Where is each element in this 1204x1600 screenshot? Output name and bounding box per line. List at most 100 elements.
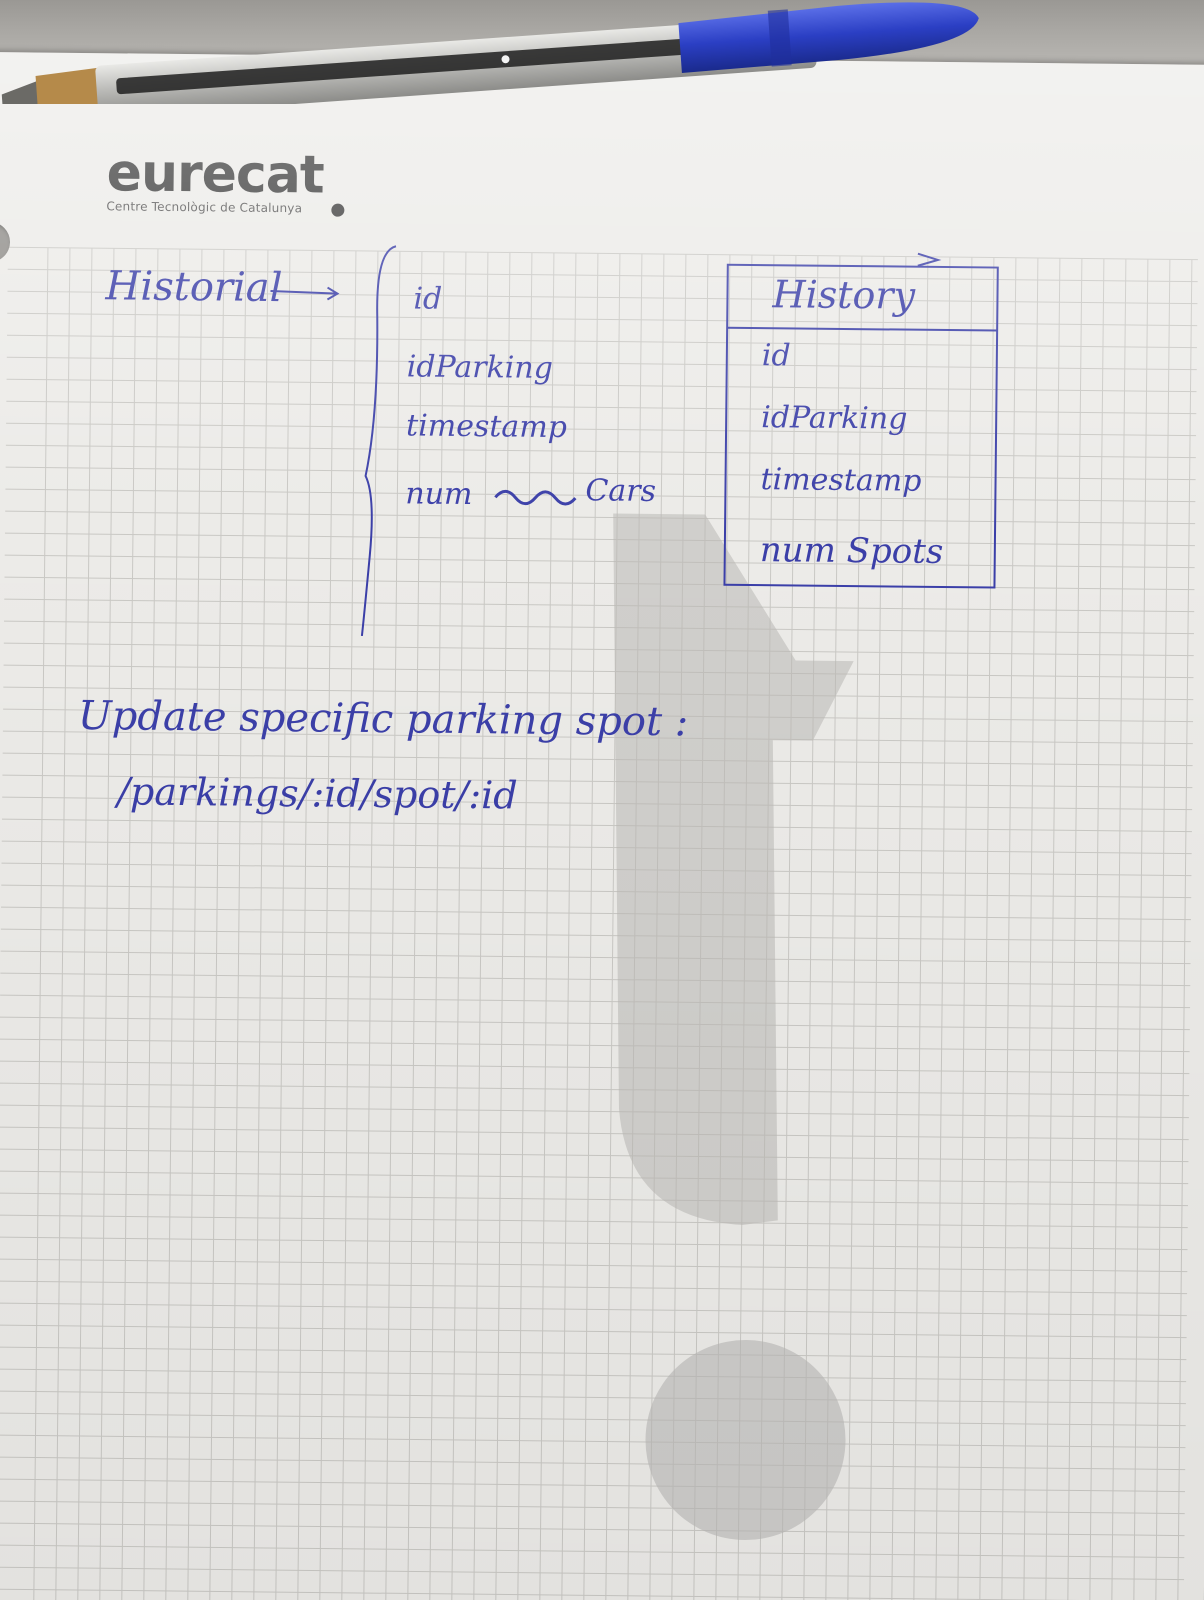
endpoint-note: /parkings/:id/spot/:id	[117, 769, 518, 818]
left-field-1: idParking	[406, 349, 554, 386]
grid-line-vertical	[957, 257, 973, 1600]
grid-line-horizontal	[0, 1236, 1188, 1251]
history-field-3: num Spots	[759, 530, 944, 573]
grid-line-horizontal	[7, 334, 1197, 349]
grid-line-vertical	[99, 248, 115, 1600]
grid-line-vertical	[517, 252, 533, 1600]
grid-line-vertical	[1154, 259, 1171, 1600]
curly-brace-icon	[360, 245, 397, 637]
history-field-2: timestamp	[760, 462, 922, 499]
grid-line-horizontal	[4, 576, 1195, 591]
grid-line-horizontal	[0, 1500, 1185, 1515]
grid-line-vertical	[605, 253, 621, 1600]
grid-line-vertical	[33, 247, 49, 1600]
grid-line-horizontal	[5, 444, 1196, 459]
grid-line-horizontal	[3, 686, 1194, 701]
grid-line-horizontal	[0, 1082, 1190, 1097]
grid-line-vertical	[77, 248, 93, 1600]
grid-line-horizontal	[0, 1104, 1189, 1119]
grid-line-horizontal	[0, 928, 1191, 943]
grid-line-horizontal	[5, 488, 1196, 503]
grid-line-vertical	[1132, 259, 1149, 1600]
history-title: History	[772, 272, 916, 318]
grid-line-vertical	[869, 256, 885, 1600]
ink-strokes	[270, 245, 999, 637]
grid-line-horizontal	[0, 1522, 1185, 1537]
grid-line-horizontal	[2, 796, 1193, 811]
grid-line-vertical	[187, 249, 203, 1600]
grid-line-vertical	[583, 253, 599, 1600]
grid-line-vertical	[1066, 258, 1083, 1600]
grid-line-horizontal	[6, 378, 1197, 393]
grid-line-horizontal	[0, 1456, 1186, 1471]
grid-line-horizontal	[0, 1566, 1185, 1581]
grid-line-horizontal	[0, 972, 1191, 987]
grid-line-vertical	[121, 248, 137, 1600]
grid-line-horizontal	[7, 312, 1198, 327]
grid-line-horizontal	[6, 400, 1197, 415]
grid-line-vertical	[913, 256, 929, 1600]
grid-line-vertical	[275, 250, 291, 1600]
history-field-0: id	[761, 338, 791, 374]
grid-line-horizontal	[0, 1544, 1185, 1559]
grid-lines	[0, 246, 1198, 1600]
grid-paper-sheet: eurecat Centre Tecnològic de Catalunya H…	[0, 52, 1204, 1600]
grid-line-horizontal	[0, 1170, 1189, 1185]
grid-line-vertical	[55, 247, 71, 1600]
grid-line-horizontal	[0, 1478, 1185, 1493]
left-field-0: id	[413, 281, 443, 317]
grid-line-vertical	[1023, 257, 1039, 1600]
grid-line-horizontal	[0, 1016, 1190, 1031]
grid-line-horizontal	[0, 1390, 1186, 1405]
left-field-4: Cars	[585, 473, 657, 509]
grid-line-horizontal	[1, 884, 1192, 899]
grid-line-horizontal	[4, 554, 1195, 569]
grid-line-vertical	[473, 252, 489, 1600]
grid-line-vertical	[1001, 257, 1017, 1600]
grid-line-horizontal	[2, 752, 1193, 767]
history-table-box	[723, 252, 999, 589]
watermark-graphic	[613, 513, 854, 1540]
grid-line-vertical	[891, 256, 907, 1600]
arrow-right-icon	[270, 286, 340, 301]
grid-line-horizontal	[0, 1280, 1188, 1295]
grid-line-vertical	[143, 248, 159, 1600]
grid-line-vertical	[253, 249, 269, 1600]
grid-line-vertical	[847, 256, 863, 1600]
grid-line-horizontal	[3, 664, 1194, 679]
scribble-crossout	[494, 489, 577, 506]
grid-line-horizontal	[6, 422, 1197, 437]
grid-line-horizontal	[1, 906, 1191, 921]
grid-line-horizontal	[0, 1302, 1187, 1317]
grid-line-horizontal	[0, 1192, 1188, 1207]
left-field-3: num	[405, 476, 473, 513]
grid-line-vertical	[209, 249, 225, 1600]
grid-line-horizontal	[5, 466, 1196, 481]
grid-line-horizontal	[0, 1346, 1187, 1361]
grid-line-horizontal	[2, 730, 1193, 745]
grid-line-horizontal	[0, 1148, 1189, 1163]
grid-line-horizontal	[3, 708, 1194, 723]
grid-line-vertical	[451, 251, 467, 1600]
grid-line-horizontal	[7, 246, 1198, 261]
grid-line-horizontal	[0, 1060, 1190, 1075]
grid-line-horizontal	[0, 1126, 1189, 1141]
grid-line-vertical	[231, 249, 247, 1600]
ballpoint-pen-icon	[1, 2, 979, 104]
grid-line-horizontal	[1, 862, 1192, 877]
grid-line-vertical	[1088, 258, 1105, 1600]
grid-line-vertical	[407, 251, 423, 1600]
grid-line-horizontal	[2, 774, 1193, 789]
grid-line-horizontal	[7, 268, 1198, 283]
grid-line-vertical	[539, 252, 555, 1600]
grid-line-horizontal	[1, 840, 1192, 855]
grid-line-vertical	[319, 250, 335, 1600]
grid-line-horizontal	[0, 1368, 1187, 1383]
grid-line-vertical	[341, 250, 357, 1600]
update-note: Update specific parking spot :	[77, 692, 689, 746]
grid-line-horizontal	[1, 818, 1192, 833]
grid-line-horizontal	[0, 1434, 1186, 1449]
grid-line-vertical	[495, 252, 511, 1600]
grid-line-vertical	[363, 251, 379, 1600]
grid-line-vertical	[297, 250, 313, 1600]
